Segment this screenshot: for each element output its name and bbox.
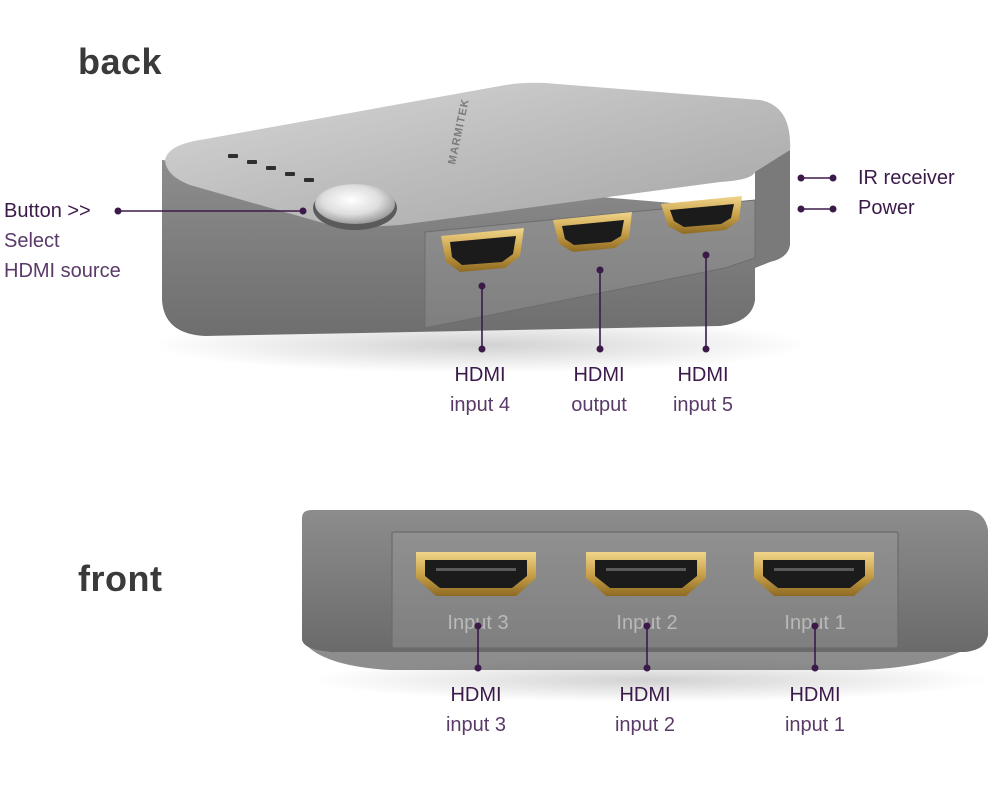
heading-front: front	[78, 558, 163, 599]
select-button-knob	[313, 184, 397, 230]
callout-hdmi-input1-line2: input 1	[784, 714, 846, 736]
callout-select-button-line3: HDMI source	[4, 260, 121, 282]
callout-hdmi-output: HDMI output	[571, 360, 627, 420]
callout-ir-receiver: IR receiver	[858, 167, 955, 189]
callout-hdmi-input2: HDMI input 2	[615, 680, 675, 740]
callout-hdmi-input1-line1: HDMI	[789, 684, 841, 706]
callout-select-button-line1: Button >>	[4, 200, 91, 222]
hdmi-port-input1-graphic	[754, 552, 874, 596]
hdmi-port-input3-graphic	[416, 552, 536, 596]
callout-select-button-line2: Select	[4, 230, 60, 252]
callout-hdmi-output-line1: HDMI	[573, 364, 625, 386]
hdmi-port-output-graphic	[553, 212, 632, 252]
callout-hdmi-input4-line1: HDMI	[454, 364, 506, 386]
callout-hdmi-input4-line2: input 4	[449, 394, 511, 416]
led-indicators	[228, 154, 314, 182]
back-leader-lines	[114, 174, 837, 353]
callout-hdmi-input4: HDMI input 4	[450, 360, 510, 420]
callout-hdmi-input5-line2: input 5	[672, 394, 734, 416]
callout-hdmi-input3: HDMI input 3	[446, 680, 506, 740]
callout-hdmi-input3-line2: input 3	[445, 714, 507, 736]
callout-hdmi-input3-line1: HDMI	[450, 684, 502, 706]
front-device: Input 3 Input 2 Input 1	[302, 510, 990, 702]
front-leader-lines	[474, 622, 819, 672]
callout-hdmi-input1: HDMI input 1	[785, 680, 845, 740]
callout-hdmi-input2-line1: HDMI	[619, 684, 671, 706]
callout-select-button: Button >> Select HDMI source	[4, 196, 121, 286]
hdmi-port-input4-graphic	[441, 228, 524, 272]
hdmi-port-input2-graphic	[586, 552, 706, 596]
heading-back: back	[78, 41, 163, 82]
callout-hdmi-input5: HDMI input 5	[673, 360, 733, 420]
callout-hdmi-input5-line1: HDMI	[677, 364, 729, 386]
back-device: MARMITEK	[150, 82, 810, 373]
callout-hdmi-output-line2: output	[571, 394, 627, 416]
callout-power: Power	[858, 197, 915, 219]
callout-hdmi-input2-line2: input 2	[614, 714, 676, 736]
hdmi-port-input5-graphic	[661, 196, 742, 234]
